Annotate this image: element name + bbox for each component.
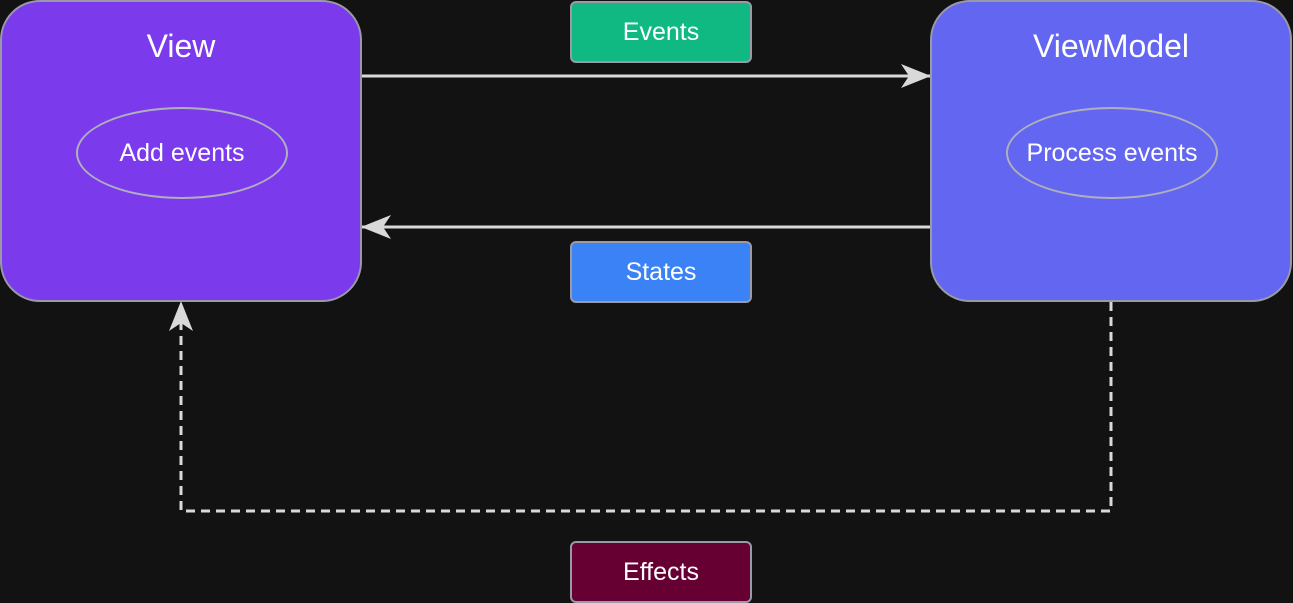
events-label: Events: [570, 1, 752, 63]
view-node[interactable]: View Add events: [0, 0, 362, 302]
viewmodel-title: ViewModel: [1033, 28, 1189, 64]
viewmodel-node[interactable]: ViewModel Process events: [930, 0, 1292, 302]
view-title: View: [146, 28, 216, 64]
add-events-ellipse: Add events: [76, 107, 288, 199]
states-label: States: [570, 241, 752, 303]
process-events-ellipse: Process events: [1006, 107, 1218, 199]
effects-label: Effects: [570, 541, 752, 603]
effects-arrow: [169, 301, 1113, 513]
